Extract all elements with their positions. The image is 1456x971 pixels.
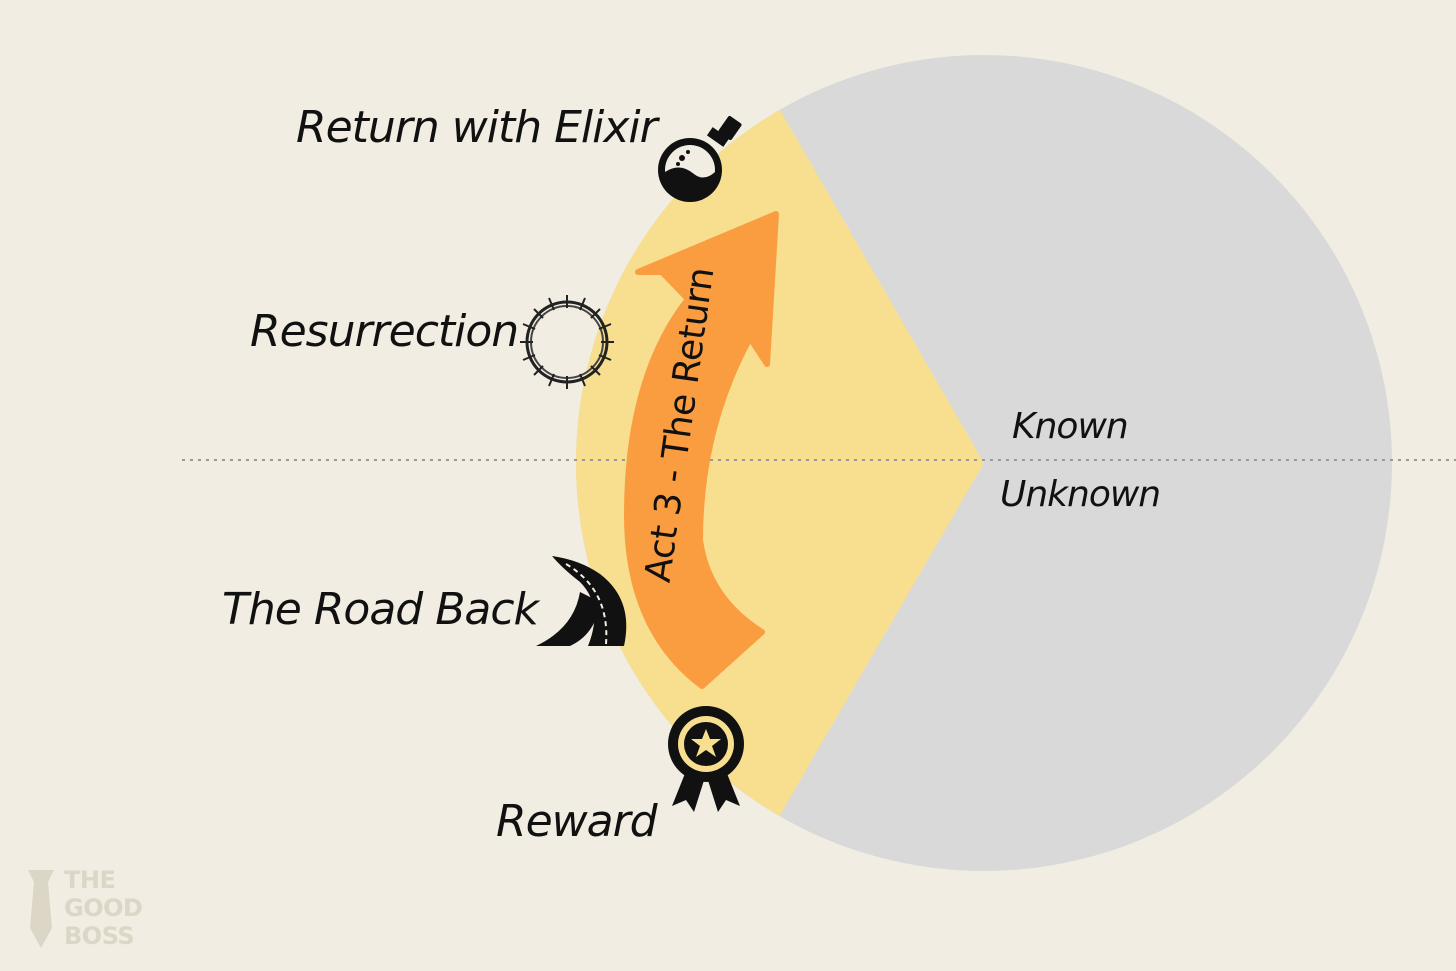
label-road-back: The Road Back bbox=[222, 584, 539, 635]
label-known: Known bbox=[1012, 406, 1129, 447]
logo-line-the: THE bbox=[64, 866, 116, 894]
logo-line-boss: BOSS bbox=[64, 922, 135, 950]
act-arrow bbox=[624, 211, 779, 689]
crown-of-thorns-icon bbox=[520, 295, 614, 389]
award-medal-icon bbox=[668, 706, 744, 812]
label-return-with-elixir: Return with Elixir bbox=[296, 102, 658, 153]
the-good-boss-logo: THE GOOD BOSS bbox=[24, 866, 154, 950]
potion-flask-icon bbox=[658, 116, 742, 202]
logo-line-good: GOOD bbox=[64, 894, 143, 922]
label-unknown: Unknown bbox=[1000, 474, 1161, 515]
label-reward: Reward bbox=[496, 796, 658, 847]
tie-icon bbox=[28, 870, 54, 948]
label-resurrection: Resurrection bbox=[250, 306, 519, 357]
winding-road-icon bbox=[536, 556, 627, 646]
